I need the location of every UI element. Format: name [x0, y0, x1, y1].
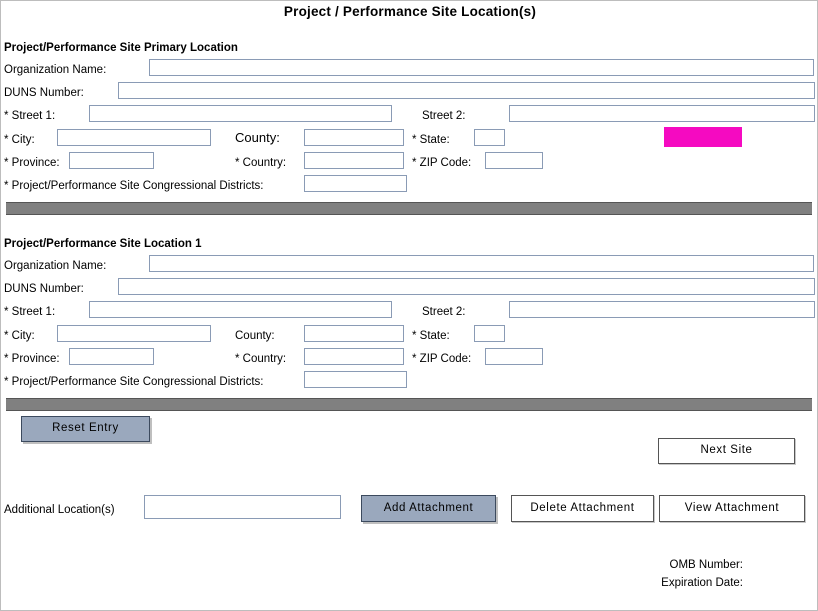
input-street1-loc1[interactable] — [89, 301, 392, 318]
view-attachment-button[interactable]: View Attachment — [659, 495, 805, 522]
input-state-loc1[interactable] — [474, 325, 505, 342]
input-zip-primary[interactable] — [485, 152, 543, 169]
input-duns-number-primary[interactable] — [118, 82, 815, 99]
label-street1-loc1: * Street 1: — [4, 306, 56, 318]
label-state-loc1: * State: — [412, 330, 450, 342]
label-province-loc1: * Province: — [4, 353, 60, 365]
highlight-marker — [664, 127, 742, 147]
input-additional-locations[interactable] — [144, 495, 341, 519]
input-congressional-districts-primary[interactable] — [304, 175, 407, 192]
input-county-loc1[interactable] — [304, 325, 404, 342]
label-country-loc1: * Country: — [235, 353, 287, 365]
input-county-primary[interactable] — [304, 129, 404, 146]
input-organization-name-primary[interactable] — [149, 59, 814, 76]
delete-attachment-button[interactable]: Delete Attachment — [511, 495, 654, 522]
input-city-primary[interactable] — [57, 129, 211, 146]
label-organization-name-primary: Organization Name: — [4, 64, 107, 76]
omb-number-label: OMB Number: — [669, 559, 744, 571]
input-country-loc1[interactable] — [304, 348, 404, 365]
label-state-primary: * State: — [412, 134, 450, 146]
label-city-loc1: * City: — [4, 330, 35, 342]
input-state-primary[interactable] — [474, 129, 505, 146]
add-attachment-button[interactable]: Add Attachment — [361, 495, 496, 522]
label-province-primary: * Province: — [4, 157, 60, 169]
input-street2-loc1[interactable] — [509, 301, 815, 318]
input-country-primary[interactable] — [304, 152, 404, 169]
section-heading-primary-location: Project/Performance Site Primary Locatio… — [4, 42, 238, 54]
label-additional-locations: Additional Location(s) — [4, 504, 115, 516]
input-province-primary[interactable] — [69, 152, 154, 169]
label-zip-primary: * ZIP Code: — [412, 157, 472, 169]
label-county-loc1: County: — [235, 330, 275, 342]
next-site-button[interactable]: Next Site — [658, 438, 795, 464]
page-title: Project / Performance Site Location(s) — [283, 4, 537, 19]
section-divider-2 — [6, 398, 812, 411]
input-organization-name-loc1[interactable] — [149, 255, 814, 272]
reset-entry-button[interactable]: Reset Entry — [21, 416, 150, 442]
input-congressional-districts-loc1[interactable] — [304, 371, 407, 388]
label-zip-loc1: * ZIP Code: — [412, 353, 472, 365]
input-zip-loc1[interactable] — [485, 348, 543, 365]
label-city-primary: * City: — [4, 134, 35, 146]
label-country-primary: * Country: — [235, 157, 287, 169]
label-congressional-districts-loc1: * Project/Performance Site Congressional… — [4, 376, 264, 388]
label-duns-number-primary: DUNS Number: — [4, 87, 84, 99]
input-duns-number-loc1[interactable] — [118, 278, 815, 295]
label-organization-name-loc1: Organization Name: — [4, 260, 107, 272]
label-county-primary: County: — [235, 130, 280, 145]
label-street2-loc1: Street 2: — [422, 306, 466, 318]
input-street2-primary[interactable] — [509, 105, 815, 122]
label-street1-primary: * Street 1: — [4, 110, 56, 122]
input-street1-primary[interactable] — [89, 105, 392, 122]
label-congressional-districts-primary: * Project/Performance Site Congressional… — [4, 180, 264, 192]
label-street2-primary: Street 2: — [422, 110, 466, 122]
input-city-loc1[interactable] — [57, 325, 211, 342]
input-province-loc1[interactable] — [69, 348, 154, 365]
expiration-date-label: Expiration Date: — [661, 577, 743, 589]
section-divider-1 — [6, 202, 812, 215]
section-heading-location-1: Project/Performance Site Location 1 — [4, 238, 202, 250]
label-duns-number-loc1: DUNS Number: — [4, 283, 84, 295]
